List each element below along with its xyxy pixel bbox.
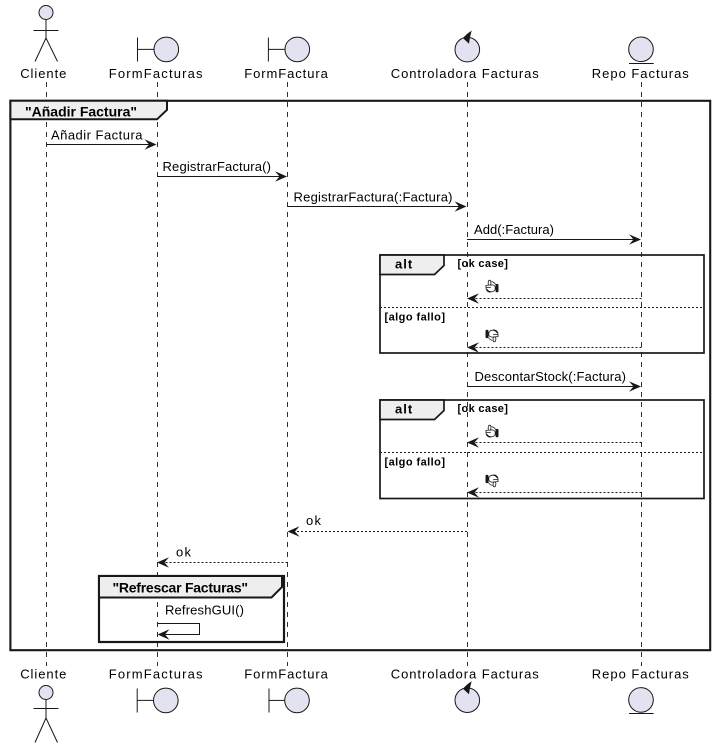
svg-text:alt: alt <box>395 402 413 417</box>
svg-text:Controladora Facturas: Controladora Facturas <box>391 667 540 682</box>
svg-text:FormFactura: FormFactura <box>244 667 328 682</box>
svg-text:FormFacturas: FormFacturas <box>109 66 203 81</box>
svg-text:RefreshGUI(): RefreshGUI() <box>165 603 244 618</box>
svg-text:ok: ok <box>176 545 192 560</box>
svg-text:RegistrarFactura(:Factura): RegistrarFactura(:Factura) <box>294 190 453 205</box>
svg-text:Añadir Factura: Añadir Factura <box>51 128 143 143</box>
svg-text:[algo fallo]: [algo fallo] <box>385 312 446 324</box>
svg-text:ok: ok <box>306 513 322 528</box>
svg-text:[ok case]: [ok case] <box>458 258 509 270</box>
svg-text:"Añadir Factura": "Añadir Factura" <box>25 104 137 120</box>
svg-text:DescontarStock(:Factura): DescontarStock(:Factura) <box>475 369 627 384</box>
svg-text:RegistrarFactura(): RegistrarFactura() <box>163 159 272 174</box>
svg-text:Repo Facturas: Repo Facturas <box>592 667 690 682</box>
svg-text:Cliente: Cliente <box>20 667 66 682</box>
svg-text:alt: alt <box>395 257 413 272</box>
svg-text:[ok case]: [ok case] <box>458 403 509 415</box>
svg-text:FormFactura: FormFactura <box>244 66 328 81</box>
svg-text:Repo Facturas: Repo Facturas <box>592 66 690 81</box>
svg-text:Add(:Factura): Add(:Factura) <box>474 222 554 237</box>
svg-text:"Refrescar Facturas": "Refrescar Facturas" <box>113 580 249 596</box>
svg-text:[algo fallo]: [algo fallo] <box>385 457 446 469</box>
svg-text:FormFacturas: FormFacturas <box>109 667 203 682</box>
svg-text:Controladora Facturas: Controladora Facturas <box>391 66 540 81</box>
svg-text:Cliente: Cliente <box>20 66 66 81</box>
